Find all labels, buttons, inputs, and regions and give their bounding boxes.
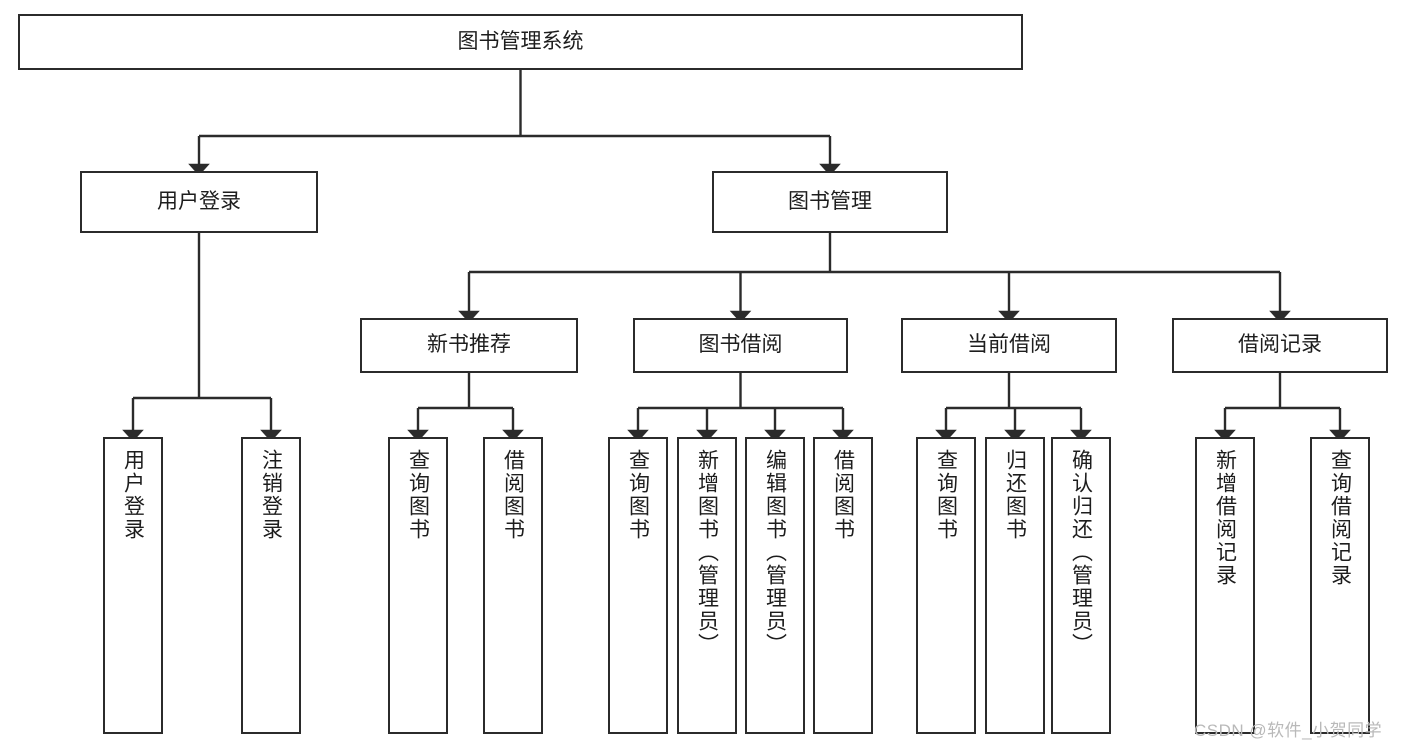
node-leaf-query3[interactable]: 查询图书 bbox=[916, 437, 976, 734]
node-current[interactable]: 当前借阅 bbox=[901, 318, 1117, 373]
node-leaf-queryrec[interactable]: 查询借阅记录 bbox=[1310, 437, 1370, 734]
node-leaf-logout[interactable]: 注销登录 bbox=[241, 437, 301, 734]
node-label: 注销登录 bbox=[259, 449, 283, 541]
node-leaf-borrow1[interactable]: 借阅图书 bbox=[483, 437, 543, 734]
node-label: 用户登录 bbox=[121, 449, 145, 541]
node-label: 图书管理系统 bbox=[457, 29, 584, 53]
node-label: 编辑图书（管理员） bbox=[763, 449, 787, 656]
node-label: 借阅图书 bbox=[501, 449, 525, 541]
node-label: 图书管理 bbox=[788, 189, 872, 213]
node-borrow[interactable]: 图书借阅 bbox=[633, 318, 848, 373]
node-leaf-login[interactable]: 用户登录 bbox=[103, 437, 163, 734]
node-label: 查询图书 bbox=[406, 449, 430, 541]
node-label: 当前借阅 bbox=[967, 333, 1051, 357]
node-label: 新书推荐 bbox=[427, 333, 511, 357]
node-root[interactable]: 图书管理系统 bbox=[18, 14, 1023, 70]
node-label: 查询图书 bbox=[934, 449, 958, 541]
node-bookmgmt[interactable]: 图书管理 bbox=[712, 171, 948, 233]
node-leaf-query1[interactable]: 查询图书 bbox=[388, 437, 448, 734]
node-leaf-query2[interactable]: 查询图书 bbox=[608, 437, 668, 734]
node-label: 借阅图书 bbox=[831, 449, 855, 541]
node-newbooks[interactable]: 新书推荐 bbox=[360, 318, 578, 373]
node-leaf-confirm[interactable]: 确认归还（管理员） bbox=[1051, 437, 1111, 734]
node-label: 确认归还（管理员） bbox=[1069, 449, 1093, 656]
node-leaf-add[interactable]: 新增图书（管理员） bbox=[677, 437, 737, 734]
node-label: 新增借阅记录 bbox=[1213, 449, 1237, 587]
node-label: 新增图书（管理员） bbox=[695, 449, 719, 656]
node-label: 查询图书 bbox=[626, 449, 650, 541]
node-label: 图书借阅 bbox=[698, 333, 783, 357]
node-leaf-borrow2[interactable]: 借阅图书 bbox=[813, 437, 873, 734]
node-label: 借阅记录 bbox=[1238, 333, 1322, 357]
node-label: 用户登录 bbox=[157, 189, 241, 213]
node-leaf-return[interactable]: 归还图书 bbox=[985, 437, 1045, 734]
edge-layer bbox=[122, 70, 1351, 442]
node-leaf-edit[interactable]: 编辑图书（管理员） bbox=[745, 437, 805, 734]
node-label: 查询借阅记录 bbox=[1328, 449, 1352, 587]
node-login[interactable]: 用户登录 bbox=[80, 171, 318, 233]
node-label: 归还图书 bbox=[1003, 449, 1027, 541]
node-records[interactable]: 借阅记录 bbox=[1172, 318, 1388, 373]
csdn-watermark: CSDN @软件_小贺同学 bbox=[1194, 721, 1383, 740]
node-leaf-addrec[interactable]: 新增借阅记录 bbox=[1195, 437, 1255, 734]
